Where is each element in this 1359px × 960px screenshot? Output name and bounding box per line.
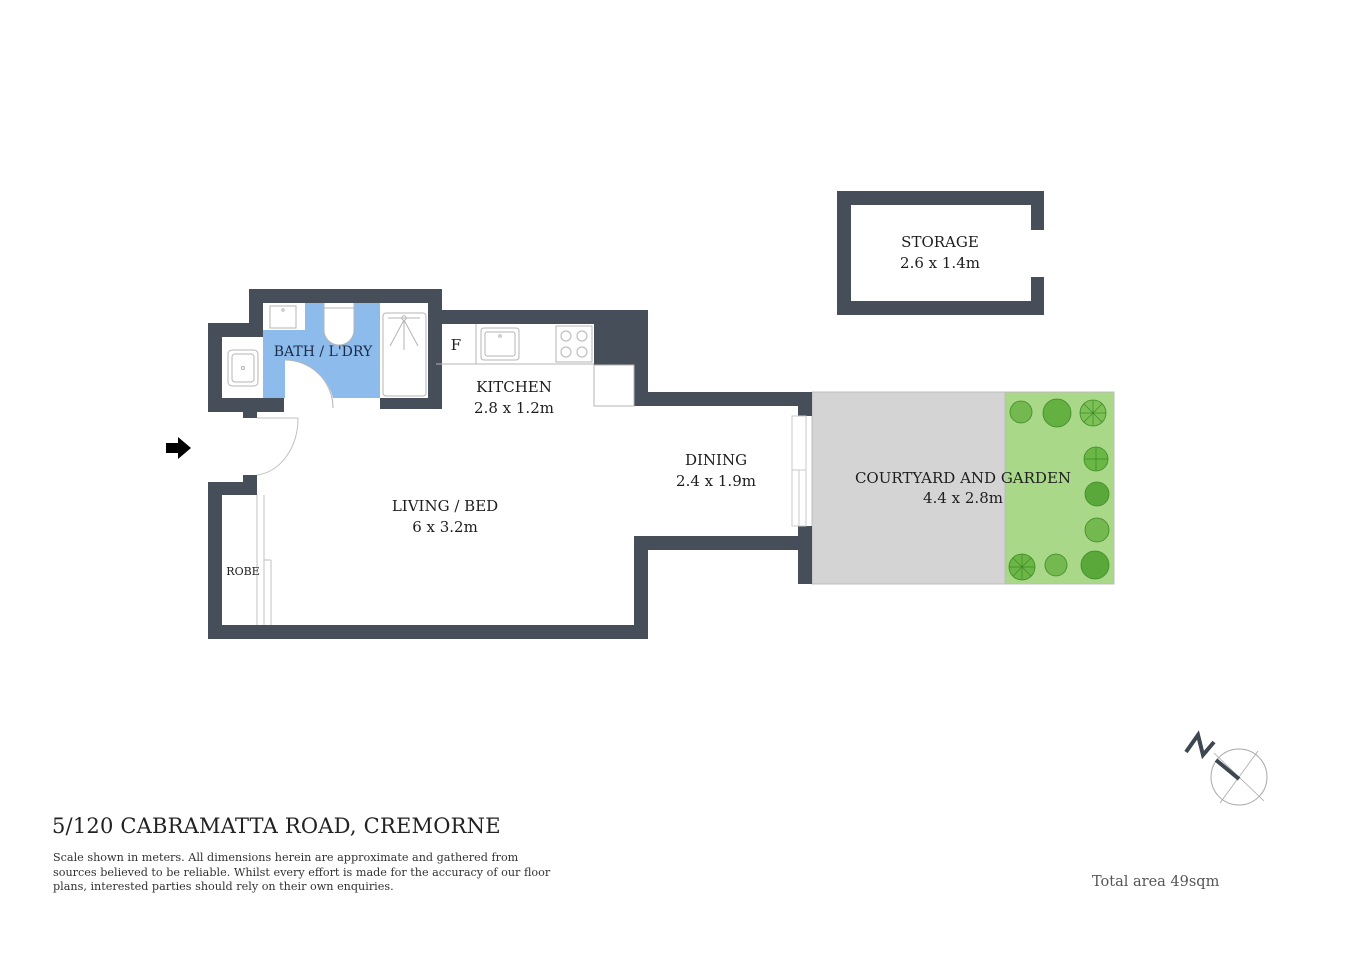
toilet-icon [323,303,355,346]
dining-dims: 2.4 x 1.9m [676,472,756,490]
courtyard-dims: 4.4 x 2.8m [923,489,1003,507]
robe-label: ROBE [226,565,259,578]
living-label: LIVING / BED [392,497,498,515]
dining-label: DINING [685,451,747,469]
kitchen-label: KITCHEN [476,378,552,396]
dining-sliding-door[interactable] [791,415,807,527]
sink-icon [480,327,520,361]
disclaimer-text: Scale shown in meters. All dimensions he… [53,851,551,893]
bath-door-swing [284,359,334,409]
storage-label: STORAGE [901,233,979,251]
courtyard-label: COURTYARD AND GARDEN [855,469,1071,487]
fridge-label: F [451,336,461,354]
storage-dims: 2.6 x 1.4m [900,254,980,272]
robe[interactable]: ROBE [226,495,272,625]
plant-detail [1009,400,1108,580]
courtyard-area [811,391,1115,585]
north-compass-icon [1184,730,1268,806]
basin-icon [227,349,259,387]
north-letter [1184,730,1216,760]
bath-label: BATH / L'DRY [274,344,373,360]
entry-arrow-icon [166,437,191,459]
cooktop-icon [555,325,593,363]
storage-door-opening [1030,230,1045,277]
shower-icon [382,312,427,397]
living-dims: 6 x 3.2m [412,518,478,536]
kitchen: F [436,324,635,407]
storage-room [837,191,1045,315]
plant-icon [1008,398,1110,581]
kitchen-dims: 2.8 x 1.2m [474,399,554,417]
bathroom [222,303,428,409]
property-address: 5/120 CABRAMATTA ROAD, CREMORNE [52,814,501,838]
total-area: Total area 49sqm [1092,874,1220,890]
laundry-tub-icon [269,305,297,329]
walls [208,289,812,639]
entry-door[interactable] [256,417,299,476]
